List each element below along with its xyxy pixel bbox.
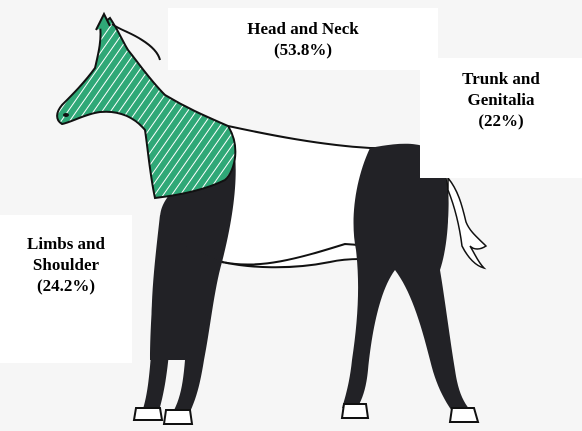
trunk-value: (22%) [420,110,582,131]
hoof-front-left [134,408,162,420]
limbs-title-line2: Shoulder [0,254,132,275]
trunk-title-line2: Genitalia [420,89,582,110]
nostril [63,113,69,117]
limbs-shoulder-label: Limbs and Shoulder (24.2%) [0,215,132,363]
limbs-title-line1: Limbs and [0,233,132,254]
head-neck-label: Head and Neck (53.8%) [168,8,438,70]
head-neck-value: (53.8%) [168,39,438,60]
hoof-hind-left [342,404,368,418]
trunk-genitalia-label: Trunk and Genitalia (22%) [420,58,582,178]
limbs-value: (24.2%) [0,275,132,296]
tail [448,178,486,268]
hoof-hind-right [450,408,478,422]
trunk-title-line1: Trunk and [420,68,582,89]
head-neck-title: Head and Neck [168,18,438,39]
hoof-front-right [164,410,192,424]
